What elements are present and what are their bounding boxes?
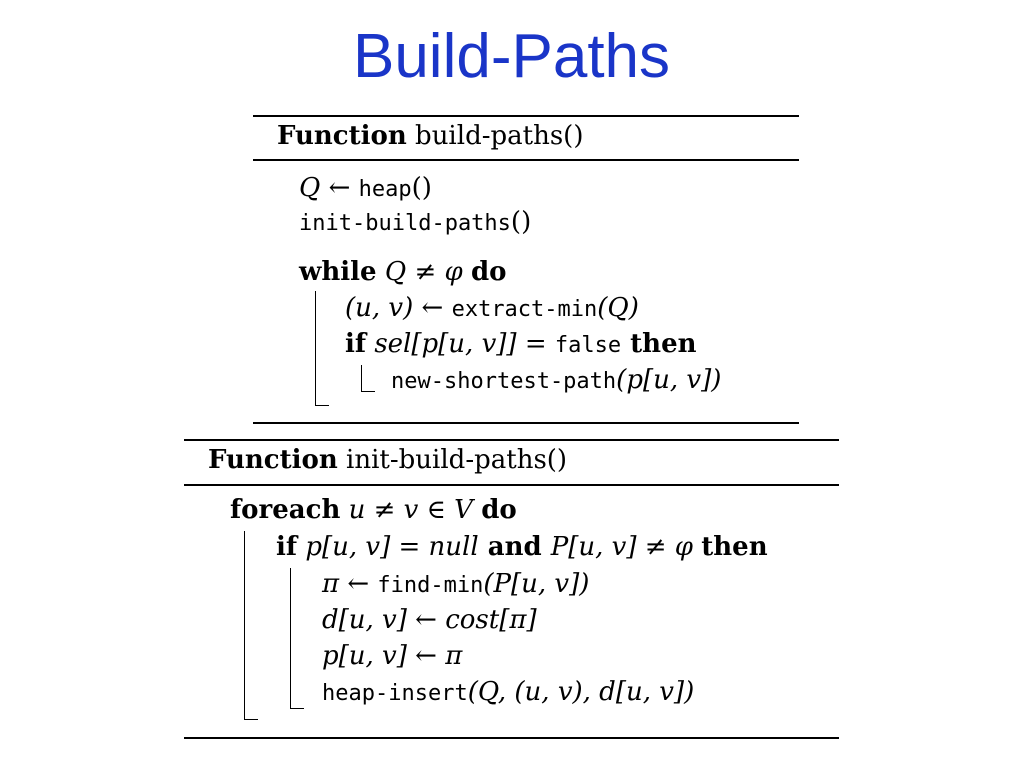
do-keyword: do (481, 495, 517, 525)
function-name: build-paths() (415, 121, 584, 151)
function-header: Function build-paths() (277, 121, 583, 151)
heap-call: heap (358, 177, 412, 202)
function-name: init-build-paths() (346, 445, 568, 475)
code-line-while: while Q ≠ φ do (299, 259, 507, 285)
assign-q: Q ← (299, 173, 359, 203)
null-literal: null (428, 532, 479, 562)
code-line-1: Q ← heap() (299, 175, 432, 201)
header-rule (253, 159, 799, 161)
code-line-p-assign: p[u, v] ← π (322, 643, 462, 669)
new-shortest-arg: (p[u, v]) (616, 365, 722, 395)
foreach-condition: u ≠ v ∈ V (340, 495, 482, 525)
extract-min-call: extract-min (451, 297, 598, 322)
top-rule (253, 115, 799, 117)
if-keyword: if (345, 329, 367, 359)
code-line-2: init-build-paths() (299, 209, 531, 235)
if-block-bar (290, 568, 291, 708)
then-keyword: then (621, 329, 697, 359)
and-keyword: and (478, 532, 551, 562)
code-line-heap-insert: heap-insert(Q, (u, v), d[u, v]) (322, 679, 694, 705)
foreach-keyword: foreach (230, 495, 341, 525)
algorithm-init-build-paths: Function init-build-paths() foreach u ≠ … (184, 439, 839, 744)
false-literal: false (554, 333, 622, 358)
new-shortest-path-call: new-shortest-path (391, 369, 617, 394)
function-keyword: Function (208, 445, 338, 475)
code-line-if: if sel[p[u, v]] = false then (345, 331, 697, 357)
sel-index: [p[u, v]] = (411, 329, 555, 359)
sel-var: sel (366, 329, 412, 359)
top-rule (184, 439, 839, 441)
bottom-rule (184, 737, 839, 739)
header-rule (184, 484, 839, 486)
cost-arg: [π] (499, 605, 537, 635)
function-header: Function init-build-paths() (208, 445, 567, 475)
d-assign: d[u, v] ← (322, 605, 446, 635)
heap-insert-arg: (Q, (u, v), d[u, v]) (467, 677, 695, 707)
find-min-arg: (P[u, v]) (483, 569, 590, 599)
uv-assign: (u, v) ← (345, 293, 452, 323)
pi-assign: π ← (322, 569, 378, 599)
code-line-if: if p[u, v] = null and P[u, v] ≠ φ then (276, 534, 768, 560)
if-block-end (290, 708, 304, 709)
code-line-new-shortest: new-shortest-path(p[u, v]) (391, 367, 721, 393)
extract-arg: (Q) (597, 293, 639, 323)
algorithm-build-paths: Function build-paths() Q ← heap() init-b… (253, 115, 799, 427)
if-cond-a: p[u, v] = (297, 532, 429, 562)
bottom-rule (253, 422, 799, 424)
if-block-bar (361, 365, 362, 391)
while-block-bar (315, 291, 316, 405)
heap-insert-call: heap-insert (322, 681, 468, 706)
find-min-call: find-min (377, 573, 484, 598)
then-keyword: then (701, 532, 768, 562)
foreach-block-end (244, 719, 258, 720)
slide-title: Build-Paths (352, 22, 671, 91)
code-line-find-min: π ← find-min(P[u, v]) (322, 571, 589, 597)
while-block-end (315, 405, 329, 406)
init-build-paths-call: init-build-paths (299, 211, 511, 236)
while-condition: Q ≠ φ (376, 257, 471, 287)
function-keyword: Function (277, 121, 407, 151)
paren: () (411, 173, 432, 203)
cost-fn: cost (445, 605, 500, 635)
code-line-cost: d[u, v] ← cost[π] (322, 607, 537, 633)
code-line-extract: (u, v) ← extract-min(Q) (345, 295, 639, 321)
do-keyword: do (470, 257, 507, 287)
paren: () (510, 207, 532, 237)
while-keyword: while (299, 257, 377, 287)
if-cond-b: P[u, v] ≠ φ (550, 532, 702, 562)
foreach-block-bar (244, 531, 245, 719)
code-line-foreach: foreach u ≠ v ∈ V do (230, 497, 517, 523)
p-assign: p[u, v] ← π (322, 641, 463, 671)
if-keyword: if (276, 532, 298, 562)
if-block-end (361, 391, 375, 392)
